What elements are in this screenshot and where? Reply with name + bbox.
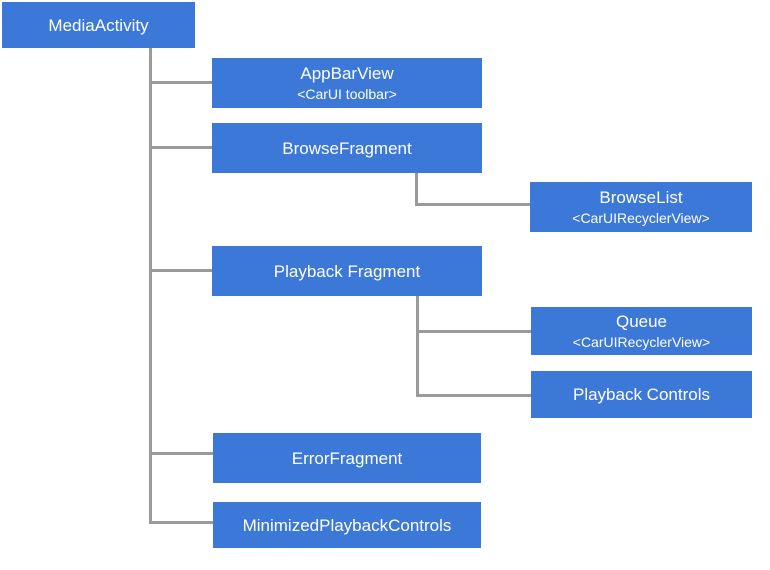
node-label-error-fragment: ErrorFragment: [291, 448, 403, 468]
diagram-node-browse-list: BrowseList <CarUIRecyclerView>: [530, 182, 752, 232]
diagram-node-queue: Queue <CarUIRecyclerView>: [531, 307, 752, 355]
diagram-node-playback-fragment: Playback Fragment: [212, 246, 482, 296]
connector-branch-browse-fragment: [149, 146, 212, 149]
connector-branch-playback-fragment: [149, 269, 212, 272]
node-label-app-bar-view: AppBarView: [300, 64, 394, 83]
diagram-node-minimized-playback-controls: MinimizedPlaybackControls: [213, 502, 481, 548]
node-label-media-activity: MediaActivity: [48, 15, 149, 35]
node-sublabel-app-bar-view: <CarUI toolbar>: [297, 86, 397, 102]
diagram-node-playback-controls: Playback Controls: [531, 371, 752, 418]
diagram-node-app-bar-view: AppBarView <CarUI toolbar>: [212, 58, 482, 108]
connector-branch-playback-controls: [416, 394, 531, 397]
connector-trunk-browse-fragment: [415, 173, 418, 206]
connector-branch-browse-list: [415, 203, 530, 206]
connector-branch-error-fragment: [149, 452, 213, 455]
connector-trunk-media-activity: [149, 48, 152, 524]
connector-trunk-playback-fragment: [416, 296, 419, 397]
node-label-browse-fragment: BrowseFragment: [282, 138, 412, 158]
connector-branch-queue: [416, 330, 531, 333]
connector-branch-minimized-playback: [149, 521, 213, 524]
diagram-node-media-activity: MediaActivity: [2, 2, 195, 48]
diagram-node-browse-fragment: BrowseFragment: [212, 123, 482, 173]
node-label-playback-fragment: Playback Fragment: [273, 261, 421, 281]
connector-branch-app-bar-view: [149, 81, 212, 84]
node-label-queue: Queue: [615, 312, 668, 331]
node-label-browse-list: BrowseList: [599, 188, 683, 207]
diagram-node-error-fragment: ErrorFragment: [213, 433, 481, 483]
node-sublabel-queue: <CarUIRecyclerView>: [572, 334, 711, 350]
node-label-minimized-playback-controls: MinimizedPlaybackControls: [242, 515, 452, 535]
node-label-playback-controls: Playback Controls: [572, 385, 710, 404]
node-sublabel-browse-list: <CarUIRecyclerView>: [572, 210, 710, 226]
